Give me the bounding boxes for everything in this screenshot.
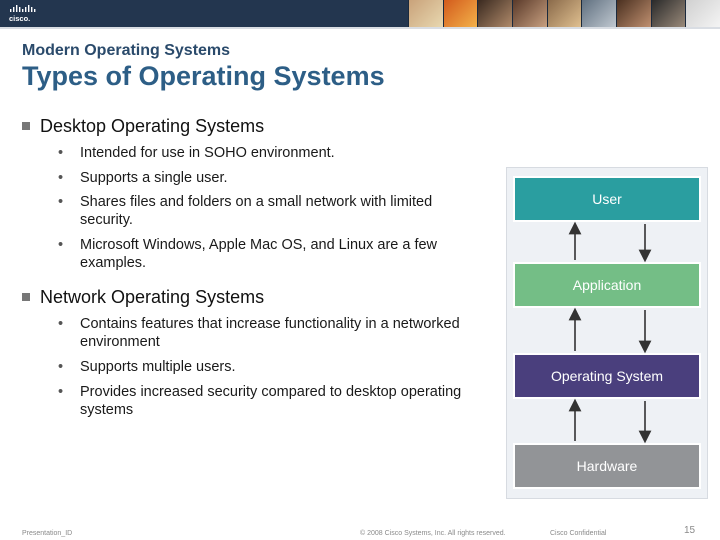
bullet-dot-icon: •	[58, 194, 64, 210]
photo-tile	[442, 0, 478, 27]
bullet-dot-icon: •	[58, 316, 64, 332]
layer-operating-system: Operating System	[513, 353, 701, 399]
list-item: •Supports multiple users.	[58, 359, 236, 375]
list-item: •Supports a single user.	[58, 170, 228, 186]
header-photo-strip	[408, 0, 720, 27]
cisco-logo: cisco.	[8, 4, 44, 23]
header-divider	[0, 27, 720, 29]
bullet-section-network: Network Operating Systems	[22, 287, 264, 308]
list-item: •Provides increased security compared to…	[58, 384, 462, 418]
square-bullet-icon	[22, 122, 30, 130]
footer-confidential: Cisco Confidential	[550, 530, 607, 537]
photo-tile	[546, 0, 582, 27]
bullet-dot-icon: •	[58, 384, 64, 400]
bullet-dot-icon: •	[58, 359, 64, 375]
list-item: •Intended for use in SOHO environment.	[58, 145, 335, 161]
photo-tile	[650, 0, 686, 27]
photo-tile	[512, 0, 547, 27]
layer-hardware: Hardware	[513, 443, 701, 489]
page-number: 15	[684, 525, 696, 536]
section-label: Desktop Operating Systems	[40, 116, 265, 136]
footer-presentation-id: Presentation_ID	[22, 530, 73, 537]
os-layer-diagram: User Application Operating System Hardwa…	[506, 167, 708, 499]
photo-tile	[685, 0, 720, 27]
bullet-dot-icon: •	[58, 145, 64, 161]
bullet-dot-icon: •	[58, 170, 64, 186]
logo-wordmark: cisco.	[9, 14, 30, 23]
photo-tile	[616, 0, 651, 27]
list-item: •Shares files and folders on a small net…	[58, 194, 433, 228]
photo-tile	[581, 0, 617, 27]
layer-arrows	[568, 221, 652, 444]
list-item: •Microsoft Windows, Apple Mac OS, and Li…	[58, 237, 438, 271]
square-bullet-icon	[22, 293, 30, 301]
layer-application: Application	[513, 262, 701, 308]
bullet-dot-icon: •	[58, 237, 64, 253]
photo-tile	[477, 0, 513, 27]
layer-user: User	[513, 176, 701, 222]
footer-copyright: © 2008 Cisco Systems, Inc. All rights re…	[360, 530, 506, 537]
slide-title: Types of Operating Systems	[22, 61, 385, 91]
slide-subtitle: Modern Operating Systems	[22, 42, 231, 59]
bullet-section-desktop: Desktop Operating Systems	[22, 116, 264, 137]
list-item: •Contains features that increase functio…	[58, 316, 460, 350]
photo-tile	[408, 0, 443, 27]
section-label: Network Operating Systems	[40, 287, 265, 307]
